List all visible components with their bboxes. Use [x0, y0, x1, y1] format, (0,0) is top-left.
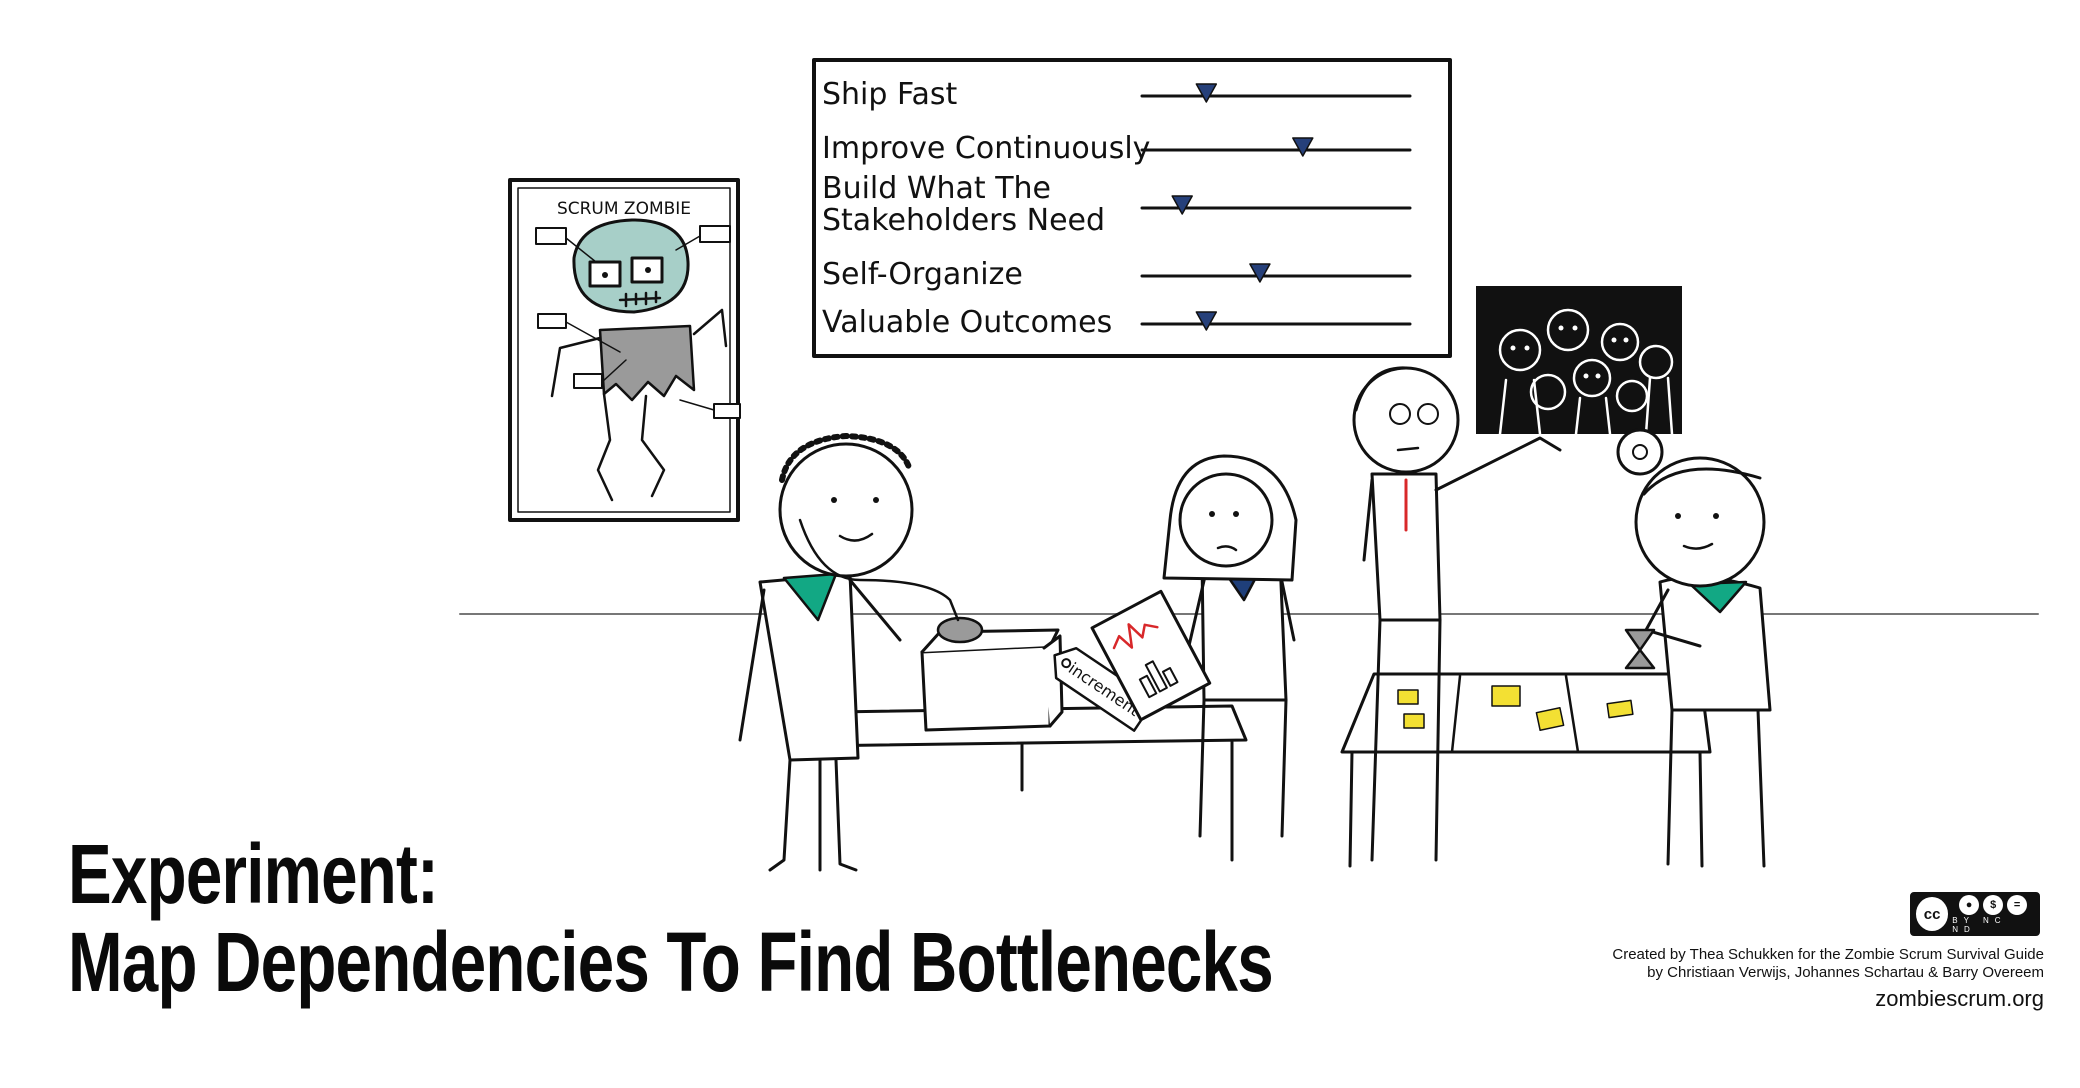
head-mirror	[1616, 428, 1664, 476]
credit-line-1: Created by Thea Schukken for the Zombie …	[1612, 946, 2044, 963]
license-nd: ND	[1952, 924, 1976, 934]
license-by: BY	[1952, 915, 1975, 925]
sticky-notes	[1397, 685, 1634, 732]
title-line-1: Experiment:	[68, 827, 439, 921]
slider-handle	[1171, 195, 1193, 215]
slider-handle	[1195, 83, 1218, 103]
slider-handle	[1249, 263, 1271, 283]
doctor-right	[1616, 428, 1772, 868]
doctor-middle	[1090, 454, 1298, 838]
doctor-left	[738, 433, 960, 872]
slider-label: Valuable Outcomes	[822, 305, 1112, 340]
cc-icon: cc	[1916, 897, 1949, 931]
slider-row: Improve Continuously	[822, 131, 1412, 166]
slider-label: Ship Fast	[822, 77, 957, 112]
site-link[interactable]: zombiescrum.org	[1875, 986, 2044, 1011]
license-badge: cc ● $ = BY NC ND	[1910, 892, 2040, 936]
slider-row: Self-Organize	[822, 257, 1412, 292]
slider-handle	[1195, 311, 1218, 331]
slider-row: Valuable Outcomes	[822, 305, 1412, 340]
title-block: Experiment: Map Dependencies To Find Bot…	[68, 827, 1274, 1009]
credit-line-2: by Christiaan Verwijs, Johannes Schartau…	[1647, 964, 2044, 981]
slider-label: Stakeholders Need	[822, 203, 1105, 238]
team-photo	[1476, 286, 1682, 436]
hourglass	[1624, 628, 1656, 670]
zombie-shirt	[598, 324, 696, 402]
license-nc: NC	[1983, 915, 2007, 925]
equals-icon: =	[2007, 894, 2028, 915]
doctor-pointing	[1352, 366, 1562, 862]
person-icon: ●	[1959, 894, 1980, 915]
slider-handle	[1292, 137, 1314, 157]
title-line-2: Map Dependencies To Find Bottlenecks	[68, 915, 1274, 1009]
slider-label: Self-Organize	[822, 257, 1023, 292]
poster-title: SCRUM ZOMBIE	[557, 199, 691, 219]
slider-row: Ship Fast	[822, 77, 1412, 112]
slider-label: Improve Continuously	[822, 131, 1150, 166]
credits: Created by Thea Schukken for the Zombie …	[1404, 946, 2044, 1014]
increment-box	[920, 616, 1064, 732]
no-dollar-icon: $	[1983, 894, 2004, 915]
table-right	[1340, 672, 1712, 868]
scrum-zombie-poster: SCRUM ZOMBIE	[508, 178, 741, 522]
slider-label: Build What The	[822, 171, 1051, 206]
clipboard	[1090, 589, 1212, 722]
